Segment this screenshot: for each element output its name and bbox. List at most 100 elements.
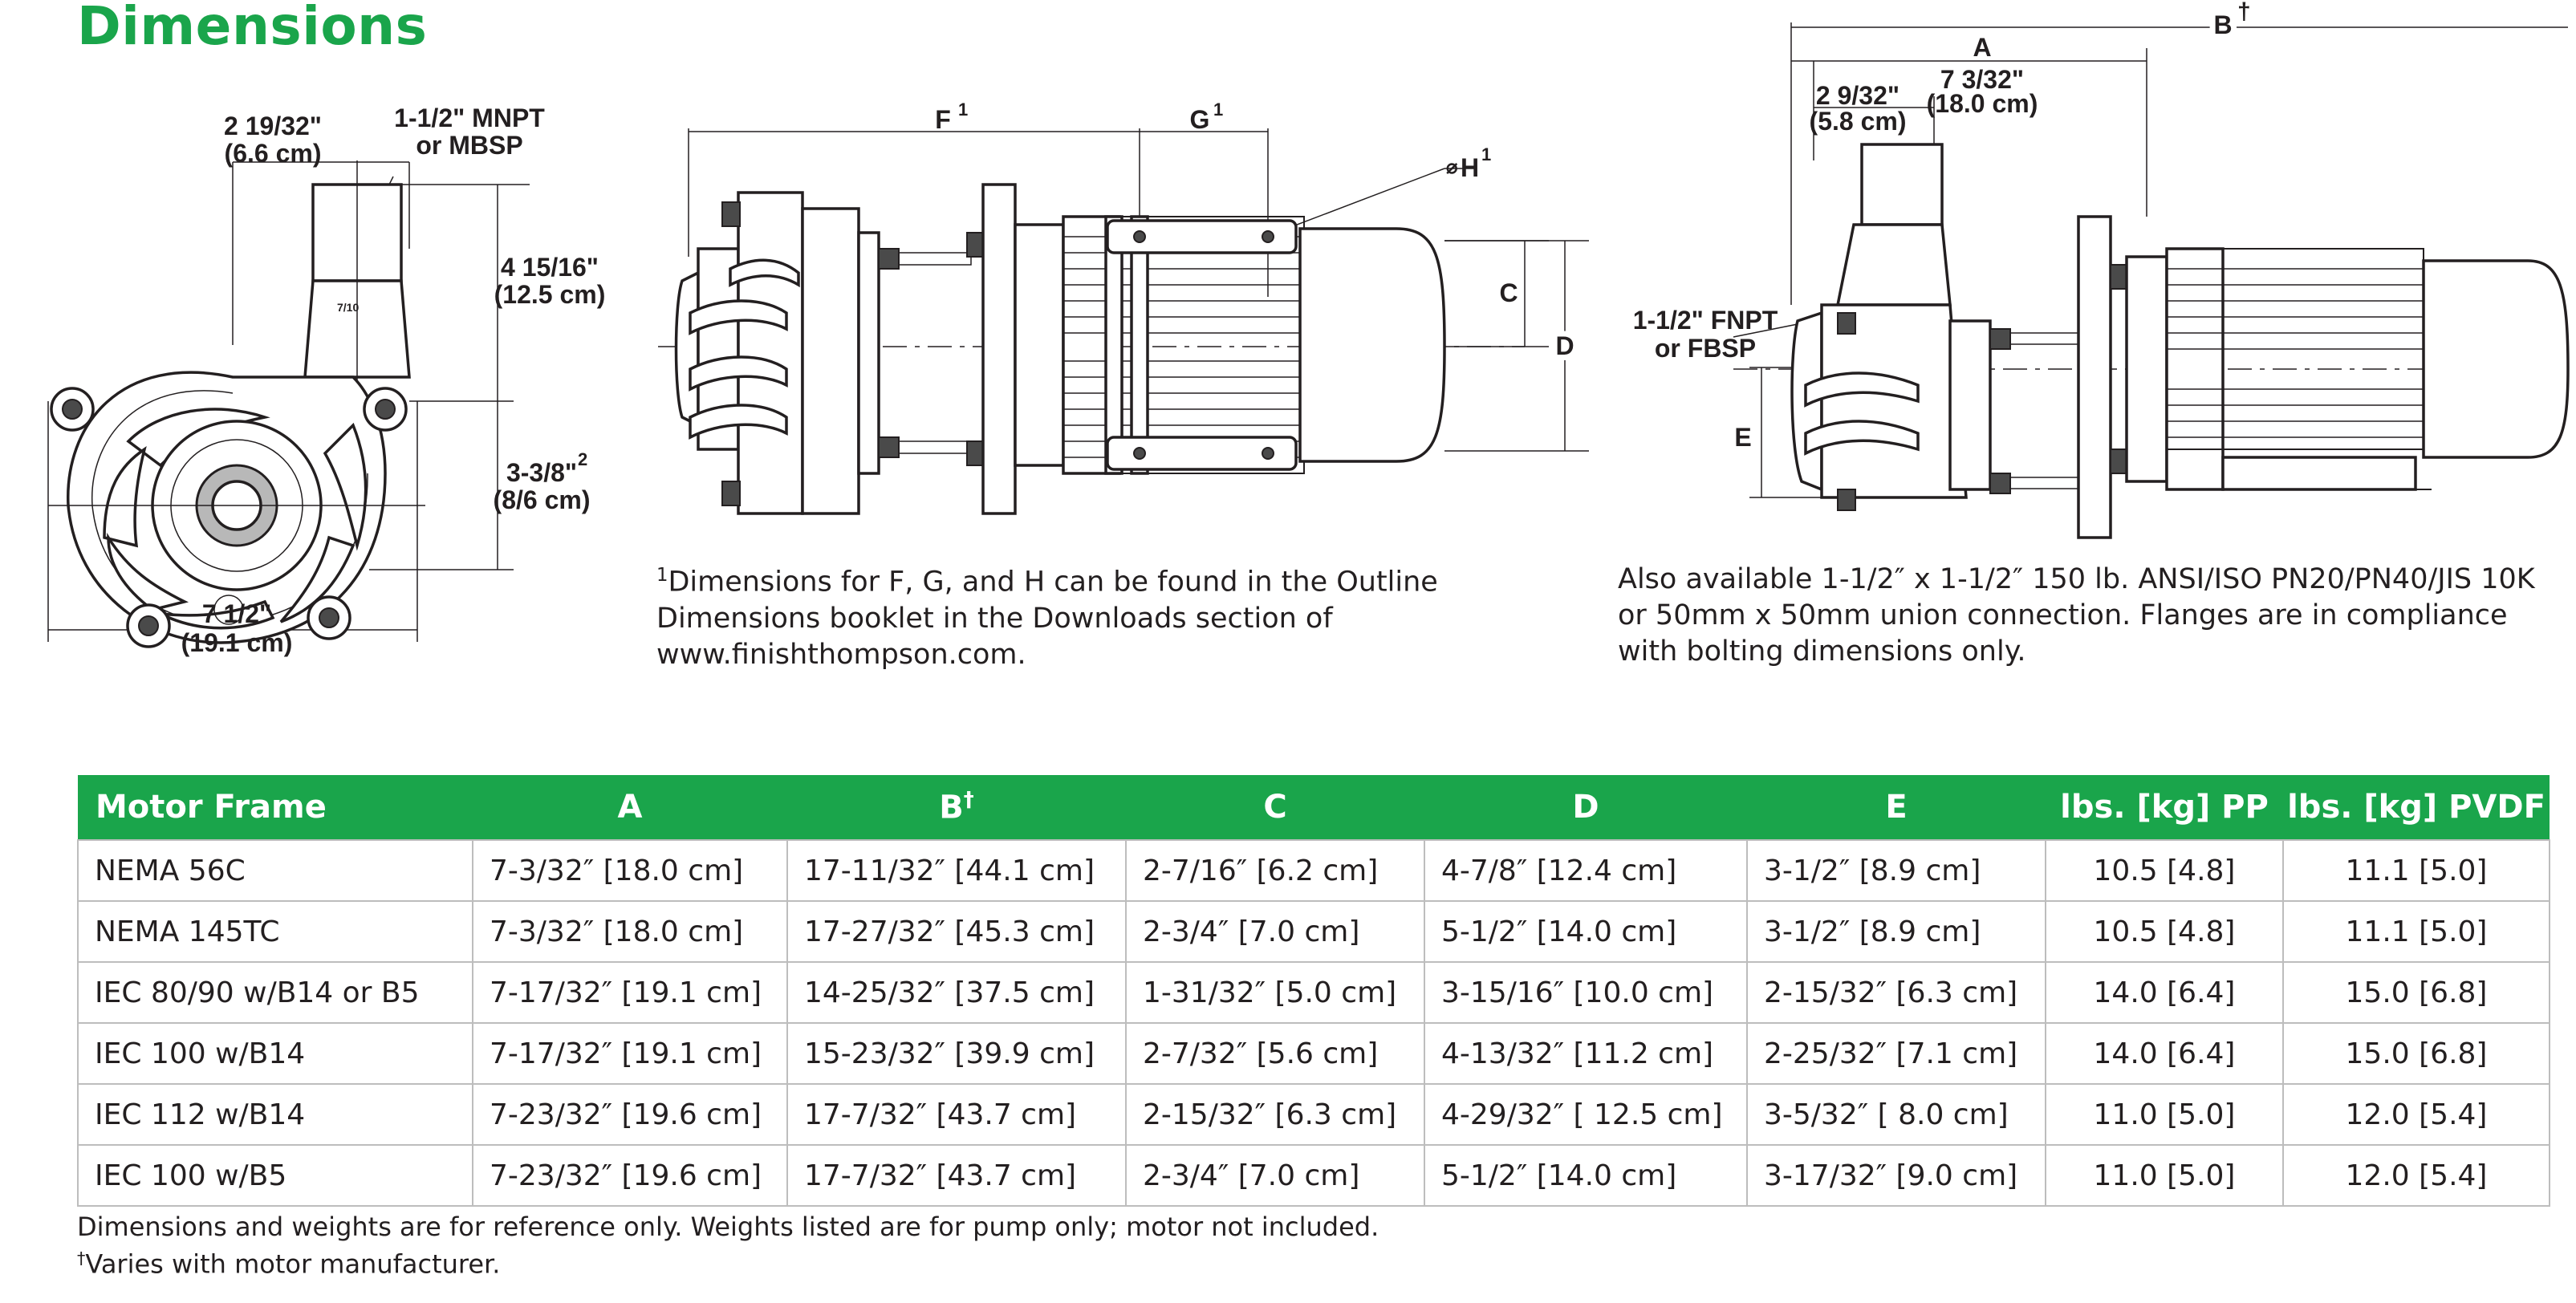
- table-row: IEC 100 w/B5 7-23/32″ [19.6 cm] 17-7/32″…: [77, 1144, 2550, 1207]
- right-label-e: E: [1734, 423, 1751, 452]
- footnote-2-text: Varies with motor manufacturer.: [85, 1248, 501, 1280]
- front-dim-right-2-cm: (8/6 cm): [494, 485, 591, 514]
- header-b-text: B: [939, 789, 964, 826]
- cell-pvdf: 11.1 [5.0]: [2282, 900, 2550, 963]
- header-d: D: [1424, 775, 1747, 840]
- side-label-f-sup: 1: [958, 99, 968, 120]
- header-motor-frame: Motor Frame: [78, 775, 473, 840]
- dimensions-table: Motor Frame A B† C D E lbs. [kg] PP lbs.…: [77, 775, 2550, 1207]
- cell-a: 7-3/32″ [18.0 cm]: [472, 900, 788, 963]
- side-view-drawing: F 1 G 1 ⌀ H 1 C D: [658, 99, 1589, 515]
- right-motor-fins: [2167, 268, 2424, 438]
- footnote-2-sup: †: [77, 1248, 86, 1268]
- cell-pvdf: 12.0 [5.4]: [2282, 1083, 2550, 1146]
- side-label-h-sup: 1: [1481, 144, 1491, 164]
- header-pvdf: lbs. [kg] PVDF: [2283, 775, 2550, 840]
- side-label-g-sup: 1: [1213, 99, 1223, 120]
- cell-c: 2-7/32″ [5.6 cm]: [1125, 1022, 1425, 1085]
- front-dim-bottom: 7 1/2": [202, 599, 271, 628]
- front-view-drawing: 2 19/32" (6.6 cm) 1-1/2" MNPT or MBSP 4 …: [47, 104, 606, 657]
- cell-b: 17-7/32″ [43.7 cm]: [786, 1144, 1127, 1207]
- side-label-f: F: [935, 105, 951, 134]
- table-row: IEC 112 w/B14 7-23/32″ [19.6 cm] 17-7/32…: [77, 1083, 2550, 1146]
- cell-c: 2-15/32″ [6.3 cm]: [1125, 1083, 1425, 1146]
- cell-a: 7-3/32″ [18.0 cm]: [472, 839, 788, 902]
- cell-e: 2-15/32″ [6.3 cm]: [1746, 961, 2046, 1024]
- cell-a: 7-17/32″ [19.1 cm]: [472, 961, 788, 1024]
- header-c: C: [1126, 775, 1424, 840]
- cell-pvdf: 15.0 [6.8]: [2282, 961, 2550, 1024]
- cell-pp: 10.5 [4.8]: [2045, 900, 2284, 963]
- front-dim-right-2-sup: 2: [578, 449, 587, 469]
- front-dim-top-cm: (6.6 cm): [225, 139, 322, 168]
- cell-frame: NEMA 56C: [77, 839, 473, 902]
- cell-d: 4-7/8″ [12.4 cm]: [1424, 839, 1748, 902]
- right-dim-1-cm: (18.0 cm): [1927, 89, 2038, 118]
- note-flange-options: Also available 1-1/2″ x 1-1/2″ 150 lb. A…: [1618, 563, 2535, 668]
- cell-b: 15-23/32″ [39.9 cm]: [786, 1022, 1127, 1085]
- cell-frame: IEC 112 w/B14: [77, 1083, 473, 1146]
- right-view-drawing: A B † 7 3/32" (18.0 cm) 2 9/32" (5.8 cm)…: [1633, 0, 2570, 539]
- cell-e: 3-1/2″ [8.9 cm]: [1746, 839, 2046, 902]
- front-dim-right-1-cm: (12.5 cm): [494, 280, 606, 309]
- header-e: E: [1747, 775, 2046, 840]
- cell-d: 5-1/2″ [14.0 cm]: [1424, 1144, 1748, 1207]
- note-1-text: Dimensions for F, G, and H can be found …: [656, 566, 1438, 671]
- front-port-label-2: or MBSP: [416, 131, 522, 160]
- footnote-varies: †Varies with motor manufacturer.: [77, 1248, 500, 1280]
- cell-frame: NEMA 145TC: [77, 900, 473, 963]
- cell-frame: IEC 100 w/B5: [77, 1144, 473, 1207]
- cell-e: 3-17/32″ [9.0 cm]: [1746, 1144, 2046, 1207]
- cell-b: 17-7/32″ [43.7 cm]: [786, 1083, 1127, 1146]
- cell-pp: 14.0 [6.4]: [2045, 961, 2284, 1024]
- table-row: IEC 100 w/B14 7-17/32″ [19.1 cm] 15-23/3…: [77, 1022, 2550, 1085]
- side-label-c: C: [1499, 278, 1518, 307]
- cell-c: 2-7/16″ [6.2 cm]: [1125, 839, 1425, 902]
- cell-c: 2-3/4″ [7.0 cm]: [1125, 1144, 1425, 1207]
- front-dim-right-2: 3-3/8": [506, 458, 577, 487]
- cell-d: 5-1/2″ [14.0 cm]: [1424, 900, 1748, 963]
- cell-a: 7-23/32″ [19.6 cm]: [472, 1144, 788, 1207]
- table-header-row: Motor Frame A B† C D E lbs. [kg] PP lbs.…: [78, 775, 2550, 840]
- cell-pp: 14.0 [6.4]: [2045, 1022, 2284, 1085]
- cell-c: 2-3/4″ [7.0 cm]: [1125, 900, 1425, 963]
- table-row: IEC 80/90 w/B14 or B5 7-17/32″ [19.1 cm]…: [77, 961, 2550, 1024]
- cell-pp: 11.0 [5.0]: [2045, 1083, 2284, 1146]
- table-row: NEMA 56C 7-3/32″ [18.0 cm] 17-11/32″ [44…: [77, 839, 2550, 902]
- front-dim-top: 2 19/32": [224, 112, 322, 140]
- cell-e: 3-5/32″ [ 8.0 cm]: [1746, 1083, 2046, 1146]
- right-port-label-1: 1-1/2" FNPT: [1633, 306, 1778, 335]
- header-b: B†: [787, 775, 1126, 840]
- side-label-h: H: [1461, 153, 1479, 182]
- cell-pp: 10.5 [4.8]: [2045, 839, 2284, 902]
- front-dim-bottom-cm: (19.1 cm): [181, 628, 293, 657]
- cell-a: 7-17/32″ [19.1 cm]: [472, 1022, 788, 1085]
- header-b-sup: †: [963, 788, 974, 813]
- cell-frame: IEC 100 w/B14: [77, 1022, 473, 1085]
- side-label-d: D: [1555, 331, 1574, 360]
- table-row: NEMA 145TC 7-3/32″ [18.0 cm] 17-27/32″ […: [77, 900, 2550, 963]
- right-dim-2: 2 9/32": [1816, 81, 1899, 110]
- right-label-a: A: [1973, 33, 1991, 62]
- right-dim-2-cm: (5.8 cm): [1810, 107, 1907, 136]
- right-port-label-2: or FBSP: [1655, 334, 1756, 363]
- cell-frame: IEC 80/90 w/B14 or B5: [77, 961, 473, 1024]
- cell-a: 7-23/32″ [19.6 cm]: [472, 1083, 788, 1146]
- right-label-b: B: [2213, 10, 2232, 39]
- right-dim-1: 7 3/32": [1940, 65, 2024, 94]
- side-label-h-prefix: ⌀: [1446, 156, 1458, 178]
- page-title: Dimensions: [77, 0, 428, 57]
- cell-b: 14-25/32″ [37.5 cm]: [786, 961, 1127, 1024]
- header-pp: lbs. [kg] PP: [2046, 775, 2283, 840]
- casing-mark: 7/10: [337, 301, 359, 314]
- cell-d: 3-15/16″ [10.0 cm]: [1424, 961, 1748, 1024]
- cell-b: 17-27/32″ [45.3 cm]: [786, 900, 1127, 963]
- cell-e: 2-25/32″ [7.1 cm]: [1746, 1022, 2046, 1085]
- cell-d: 4-29/32″ [ 12.5 cm]: [1424, 1083, 1748, 1146]
- cell-d: 4-13/32″ [11.2 cm]: [1424, 1022, 1748, 1085]
- header-a: A: [473, 775, 787, 840]
- cell-pvdf: 11.1 [5.0]: [2282, 839, 2550, 902]
- cell-b: 17-11/32″ [44.1 cm]: [786, 839, 1127, 902]
- front-dim-right-1: 4 15/16": [501, 253, 599, 282]
- cell-c: 1-31/32″ [5.0 cm]: [1125, 961, 1425, 1024]
